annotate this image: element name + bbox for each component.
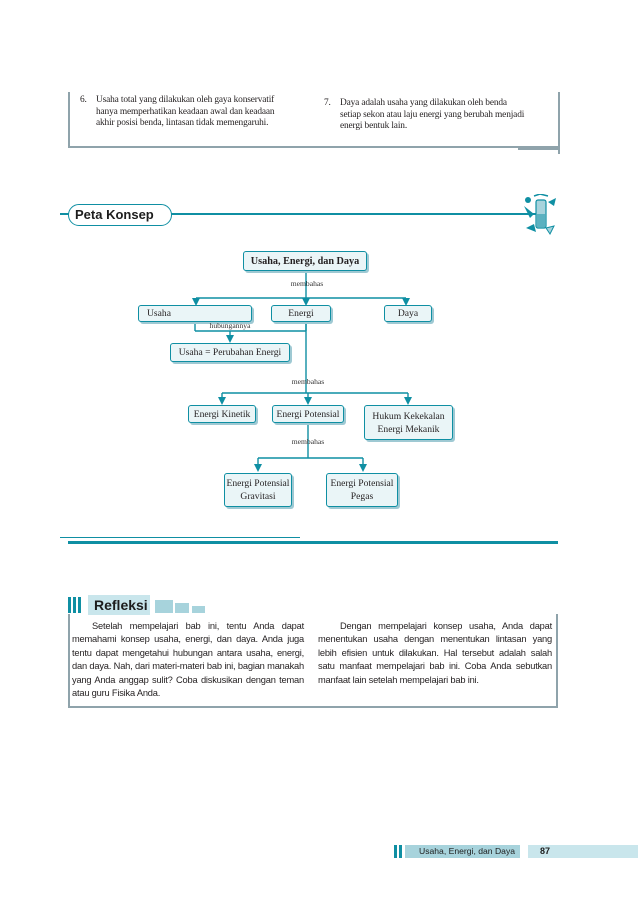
concept-node-pegas-line1: Energi Potensial [330, 478, 394, 489]
concept-node-daya: Daya [384, 305, 432, 322]
concept-node-energi-potensial-pegas: Energi Potensial Pegas [326, 473, 398, 507]
refleksi-deco-block [175, 603, 189, 613]
summary-item-6-number: 6. [80, 95, 87, 105]
footer-chapter-title: Usaha, Energi, dan Daya [405, 845, 520, 858]
summary-item-6-line: hanya memperhatikan keadaan awal dan kea… [96, 106, 275, 117]
refleksi-paragraph-left: Setelah mempelajari bab ini, tentu Anda … [72, 621, 304, 699]
summary-box [68, 92, 560, 154]
summary-item-7-line: Daya adalah usaha yang dilakukan oleh be… [340, 98, 507, 108]
concept-node-usaha-perubahan-energi-label: Usaha = Perubahan Energi [178, 347, 282, 358]
concept-node-energi-kinetik: Energi Kinetik [188, 405, 256, 423]
summary-item-7-line: energi bentuk lain. [340, 121, 408, 131]
section-separator-thin [60, 537, 300, 538]
concept-node-usaha-label: Usaha [147, 308, 171, 319]
science-tools-icon [524, 194, 556, 235]
refleksi-deco-block [155, 600, 173, 613]
refleksi-box [68, 614, 558, 708]
concept-node-root: Usaha, Energi, dan Daya [243, 251, 367, 271]
concept-node-gravitasi-line2: Gravitasi [240, 491, 276, 502]
refleksi-heading: Refleksi [88, 595, 150, 615]
refleksi-deco-block [192, 606, 205, 613]
concept-node-usaha: Usaha [138, 305, 252, 322]
concept-node-energi: Energi [271, 305, 331, 322]
relation-label-membahas: membahas [291, 437, 325, 446]
concept-node-energi-kinetik-label: Energi Kinetik [193, 408, 251, 420]
concept-node-energi-potensial: Energi Potensial [272, 405, 344, 423]
concept-node-root-label: Usaha, Energi, dan Daya [250, 255, 360, 267]
concept-node-usaha-perubahan-energi: Usaha = Perubahan Energi [170, 343, 290, 362]
concept-node-pegas-line2: Pegas [350, 491, 374, 502]
concept-node-daya-label: Daya [397, 308, 419, 319]
peta-konsep-rule [60, 213, 540, 215]
concept-node-energi-label: Energi [288, 308, 314, 319]
summary-item-6-line: Usaha total yang dilakukan oleh gaya kon… [96, 95, 275, 105]
summary-item-6: 6. Usaha total yang dilakukan oleh gaya … [80, 95, 302, 130]
concept-node-energi-potensial-label: Energi Potensial [276, 408, 340, 420]
relation-label-membahas: membahas [291, 377, 325, 386]
peta-konsep-heading: Peta Konsep [68, 204, 172, 226]
footer-page-number: 87 [528, 845, 638, 858]
concept-node-hukum-kekekalan-label: Hukum Kekekalan [372, 410, 445, 422]
concept-node-gravitasi-line1: Energi Potensial [226, 478, 290, 489]
relation-label-membahas: membahas [290, 279, 324, 288]
summary-item-7-number: 7. [324, 98, 331, 108]
relation-label-hubungannya: hubungannya [209, 321, 251, 330]
summary-box-accent-bar [518, 146, 558, 150]
summary-item-6-line: akhir posisi benda, lintasan tidak memen… [96, 118, 269, 128]
concept-node-hukum-kekekalan-energi-mekanik: Hukum Kekekalan Energi Mekanik [364, 405, 453, 440]
summary-item-7: 7. Daya adalah usaha yang dilakukan oleh… [324, 98, 554, 133]
refleksi-paragraph-right: Dengan mempelajari konsep usaha, Anda da… [318, 621, 552, 685]
concept-node-energi-mekanik-label: Energi Mekanik [377, 423, 440, 435]
summary-item-7-line: setiap sekon atau laju energi yang berub… [340, 109, 525, 120]
concept-node-energi-potensial-gravitasi: Energi Potensial Gravitasi [224, 473, 292, 507]
section-separator-thick [68, 541, 558, 544]
